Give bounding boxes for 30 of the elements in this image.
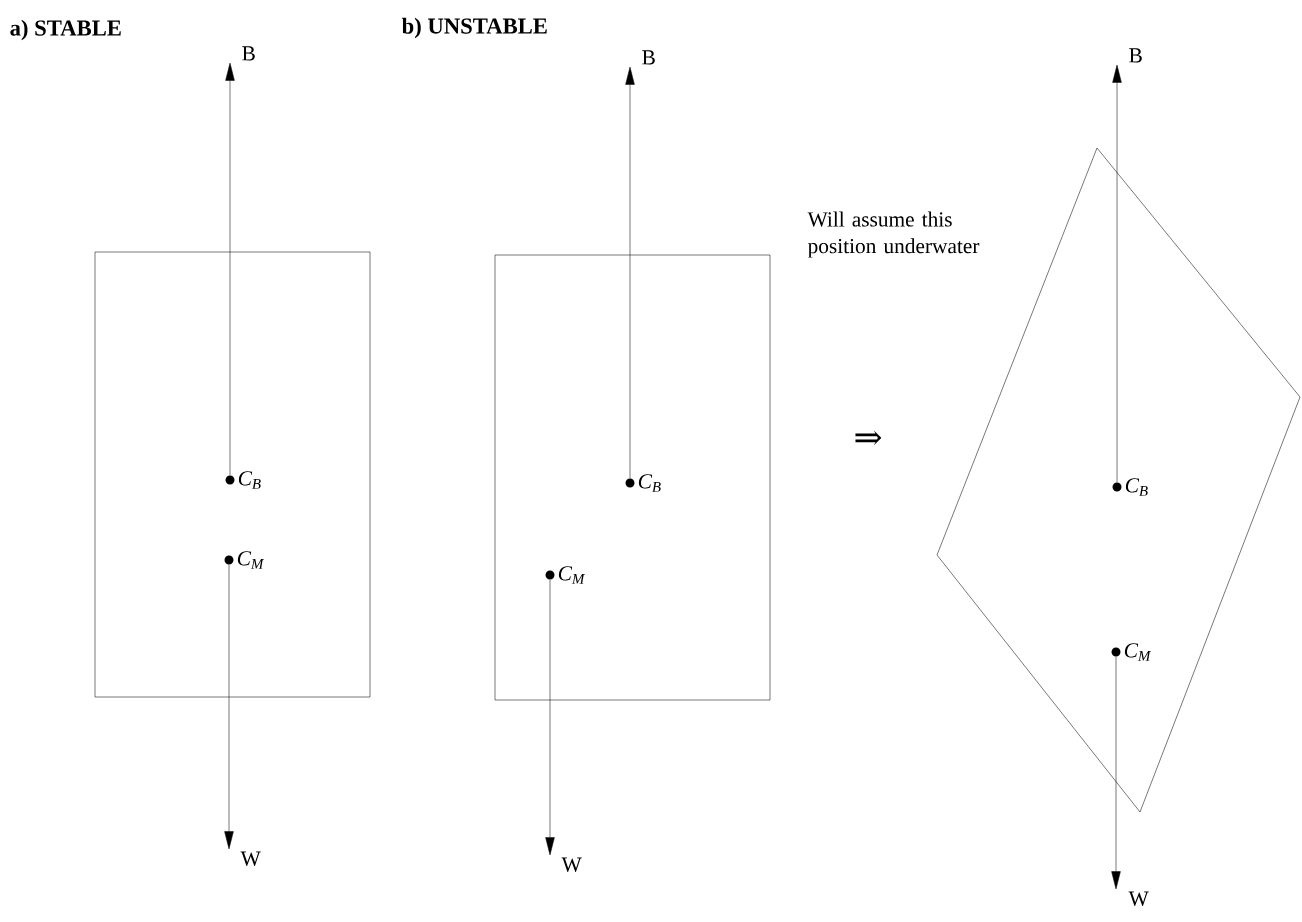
force-arrow [225,62,235,476]
note-text: Will assume this position underwater [807,211,980,258]
center-point: C$_{M}$ [224,551,265,569]
panel-title: b) UNSTABLE [401,17,547,39]
center-point: C$_{M}$ [545,566,586,584]
node-label: C$_{B}$ [638,474,661,492]
force-arrow [1112,64,1122,483]
force-arrow [545,579,555,856]
center-point: C$_{B}$ [625,474,661,492]
panel-title: a) STABLE [10,19,121,41]
force-arrow [625,66,635,479]
force-arrow [224,564,234,850]
force-label: B [1129,48,1142,63]
force-label: W [240,851,261,866]
force-label: B [642,50,655,65]
node-label: C$_{B}$ [1125,478,1148,496]
center-point: C$_{B}$ [1112,478,1148,496]
force-arrow [1111,656,1121,890]
force-label: W [1128,891,1149,906]
body-outline [494,254,771,701]
node-label: C$_{M}$ [558,566,586,584]
implies-arrow: ⇒ [855,430,882,445]
center-point: C$_{B}$ [225,471,261,489]
center-point: C$_{M}$ [1111,643,1152,661]
node-label: C$_{M}$ [237,551,265,569]
force-label: B [242,46,255,61]
force-label: W [561,857,582,872]
node-label: C$_{M}$ [1124,643,1152,661]
node-label: C$_{B}$ [238,471,261,489]
body-outline [94,251,371,698]
